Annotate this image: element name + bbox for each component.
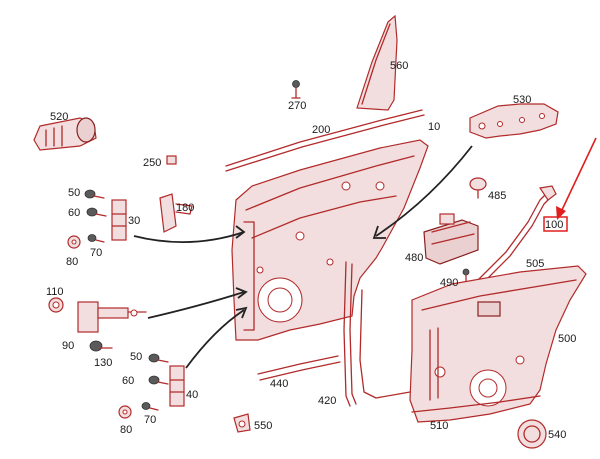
part-130-bolt <box>89 340 113 352</box>
part-420-rail <box>343 261 357 407</box>
part-250-clip <box>166 155 177 165</box>
part-485-clip <box>469 177 487 199</box>
label-550: 550 <box>254 420 272 432</box>
label-505: 505 <box>526 258 544 270</box>
part-270-clip <box>291 80 301 99</box>
part-180-cover <box>159 193 193 233</box>
label-100: 100 <box>545 219 563 231</box>
part-510-lower-trim <box>411 395 541 413</box>
label-560: 560 <box>390 60 408 72</box>
part-30-hinge-upper <box>111 199 127 241</box>
part-10-door-shell <box>231 139 429 341</box>
label-480: 480 <box>405 252 423 264</box>
label-90: 90 <box>62 340 74 352</box>
part-440-strip <box>257 355 341 381</box>
label-485: 485 <box>488 190 506 202</box>
highlight-callout <box>543 137 597 232</box>
label-200: 200 <box>312 124 330 136</box>
label-250: 250 <box>143 157 161 169</box>
part-500-trim-panel <box>409 265 587 423</box>
highlight-arrow <box>560 137 597 213</box>
label-180: 180 <box>176 202 194 214</box>
part-200-seal-strip <box>225 109 425 172</box>
label-110: 110 <box>46 286 64 298</box>
label-420: 420 <box>318 395 336 407</box>
part-rail-secondary <box>359 289 411 399</box>
label-440: 440 <box>270 378 288 390</box>
part-520-handle <box>33 117 97 151</box>
label-490: 490 <box>440 277 458 289</box>
part-screws-lower <box>118 353 169 419</box>
label-70-lower: 70 <box>144 414 156 426</box>
part-550-clip <box>233 413 251 433</box>
label-270: 270 <box>288 100 306 112</box>
part-100-rod <box>477 185 557 285</box>
part-screws-upper <box>67 189 107 249</box>
label-130: 130 <box>94 357 112 369</box>
label-30: 30 <box>128 215 140 227</box>
part-530-bracket <box>469 103 559 139</box>
label-500: 500 <box>558 333 576 345</box>
label-40: 40 <box>186 389 198 401</box>
label-540: 540 <box>548 429 566 441</box>
label-10: 10 <box>428 121 440 133</box>
label-50-upper: 50 <box>68 187 80 199</box>
part-560-window-glass <box>356 14 398 111</box>
part-110-nut <box>48 297 64 313</box>
part-90-door-check <box>77 301 147 333</box>
highlight-box <box>543 216 568 232</box>
label-60-upper: 60 <box>68 207 80 219</box>
label-50-lower: 50 <box>130 351 142 363</box>
label-510: 510 <box>430 420 448 432</box>
part-540-speaker-cover <box>517 419 547 449</box>
part-40-hinge-lower <box>169 365 185 407</box>
label-530: 530 <box>513 94 531 106</box>
label-80-upper: 80 <box>66 256 78 268</box>
part-labels: 560 270 530 520 200 10 250 485 50 180 60… <box>46 60 576 441</box>
part-480-control-unit <box>423 213 479 265</box>
label-520: 520 <box>50 111 68 123</box>
assembly-leaders <box>133 145 473 369</box>
label-80-lower: 80 <box>120 424 132 436</box>
label-70-upper: 70 <box>90 247 102 259</box>
label-60-lower: 60 <box>122 375 134 387</box>
